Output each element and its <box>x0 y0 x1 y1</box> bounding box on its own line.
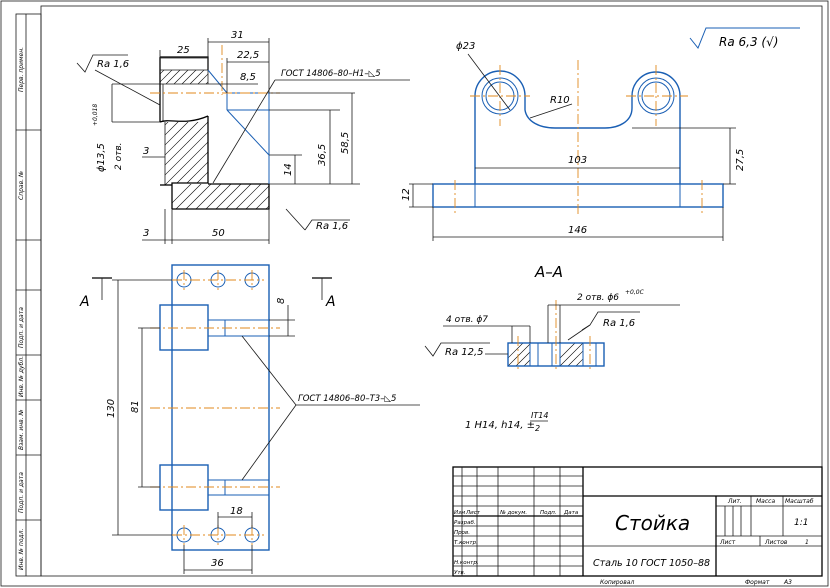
side-view: ϕ23 R10 103 27,5 12 146 <box>401 41 746 241</box>
stamp-cell-3: Инв. № дубл. <box>18 356 25 397</box>
dim-12: 12 <box>401 188 412 201</box>
hole-diameter: ϕ13,5 <box>96 143 107 172</box>
title-block: Изм Лист № докум. Подп. Дата Разраб. Про… <box>452 466 823 586</box>
dim-8: 8 <box>276 298 287 304</box>
row-label-razrab: Разраб. <box>454 520 476 526</box>
dim-8-5: 8,5 <box>240 72 256 83</box>
dim-58-5: 58,5 <box>340 132 351 154</box>
col-header-date: Дата <box>563 510 579 516</box>
dim-22-5: 22,5 <box>237 50 259 61</box>
dim-27-5: 27,5 <box>735 149 746 171</box>
dim-r10: R10 <box>550 95 570 106</box>
row-label-tkontr: Т.контр. <box>454 540 478 546</box>
front-view: 31 25 22,5 8,5 36,5 58,5 14 3 3 50 ϕ13,5… <box>76 30 410 244</box>
scale-label: Масштаб <box>785 498 814 505</box>
roughness-section-right: Ra 1,6 <box>603 318 635 329</box>
col-header-sign: Подп. <box>540 510 557 516</box>
dim-3-upper: 3 <box>143 146 149 157</box>
dim-3-lower: 3 <box>143 228 149 239</box>
stamp-cell-0: Перв. примен. <box>18 47 25 92</box>
format-value: А3 <box>783 579 792 586</box>
hole-tolerance: +0,018 <box>92 104 99 126</box>
section-note-right-tol: +0,0С <box>625 289 645 296</box>
dim-103: 103 <box>568 155 587 166</box>
dim-146: 146 <box>568 225 587 236</box>
col-header-list: Лист <box>465 510 481 516</box>
scale-value: 1:1 <box>794 518 808 528</box>
roughness-top-left: Ra 1,6 <box>97 59 129 70</box>
dim-18: 18 <box>230 506 243 517</box>
hatch-top <box>160 70 208 84</box>
dim-81: 81 <box>130 400 141 413</box>
row-label-nkontr: Н.контр. <box>454 560 479 566</box>
hatch-middle <box>165 122 208 185</box>
col-header-doc: № докум. <box>499 510 527 516</box>
tolerance-text: 1 Н14, h14, ± <box>465 420 535 431</box>
row-label-prov: Пров. <box>454 530 470 536</box>
section-a-a: А–А 4 отв. ϕ7 2 отв. ϕ6 +0,0С Ra 1,6 Ra … <box>424 263 680 372</box>
tolerance-note: 1 Н14, h14, ± IT14 2 <box>465 411 548 433</box>
plan-weld-note: ГОСТ 14806–80–Т3–◺5 <box>298 394 396 404</box>
col-header-izm: Изм <box>454 510 465 516</box>
dim-31: 31 <box>231 30 244 41</box>
dim-25: 25 <box>177 45 190 56</box>
roughness-bottom-right: Ra 1,6 <box>316 221 348 232</box>
section-mark-a-left: А <box>79 294 90 310</box>
dim-36: 36 <box>211 558 224 569</box>
section-note-left: 4 отв. ϕ7 <box>446 315 488 325</box>
format-label: Формат <box>745 579 770 586</box>
stamp-cell-4: Взам. инв. № <box>18 409 25 450</box>
side-stamp: Перв. примен. Справ. № Подп. и дата Инв.… <box>15 13 42 577</box>
stamp-cell-1: Справ. № <box>18 171 25 200</box>
dim-50: 50 <box>212 228 225 239</box>
stamp-cell-6: Инв. № подл. <box>18 529 25 570</box>
sheets-value: 1 <box>805 539 809 546</box>
general-roughness: Ra 6,3 (√) <box>689 27 800 49</box>
row-label-utv: Утв. <box>454 570 466 576</box>
dim-36-5: 36,5 <box>317 144 328 166</box>
section-note-right: 2 отв. ϕ6 <box>577 293 619 303</box>
copied-label: Копировал <box>600 579 634 586</box>
lit-label: Лит. <box>727 498 742 505</box>
part-material: Сталь 10 ГОСТ 1050–88 <box>593 558 710 569</box>
stamp-cell-2: Подп. и дата <box>18 307 25 348</box>
hatch-base <box>172 184 269 209</box>
section-mark-a-right: А <box>325 294 336 310</box>
section-title: А–А <box>534 263 563 281</box>
front-weld-note: ГОСТ 14806–80–Н1–◺5 <box>281 69 381 79</box>
plan-view: А А 130 81 8 18 36 ГОСТ 14806–80–Т3–◺5 <box>79 264 420 574</box>
mass-label: Масса <box>756 498 775 505</box>
part-name: Стойка <box>615 511 690 535</box>
dim-phi23: ϕ23 <box>456 41 475 52</box>
sheets-label: Листов <box>764 539 788 546</box>
general-roughness-text: Ra 6,3 (√) <box>719 35 778 49</box>
tolerance-denominator: 2 <box>535 424 540 433</box>
stamp-cell-5: Подп. и дата <box>18 472 25 513</box>
tolerance-numerator: IT14 <box>531 411 548 420</box>
dim-14: 14 <box>283 163 294 176</box>
roughness-section-left: Ra 12,5 <box>445 347 484 358</box>
dim-130: 130 <box>106 399 117 418</box>
hole-count: 2 отв. <box>114 142 124 170</box>
sheet-label: Лист <box>719 539 736 546</box>
